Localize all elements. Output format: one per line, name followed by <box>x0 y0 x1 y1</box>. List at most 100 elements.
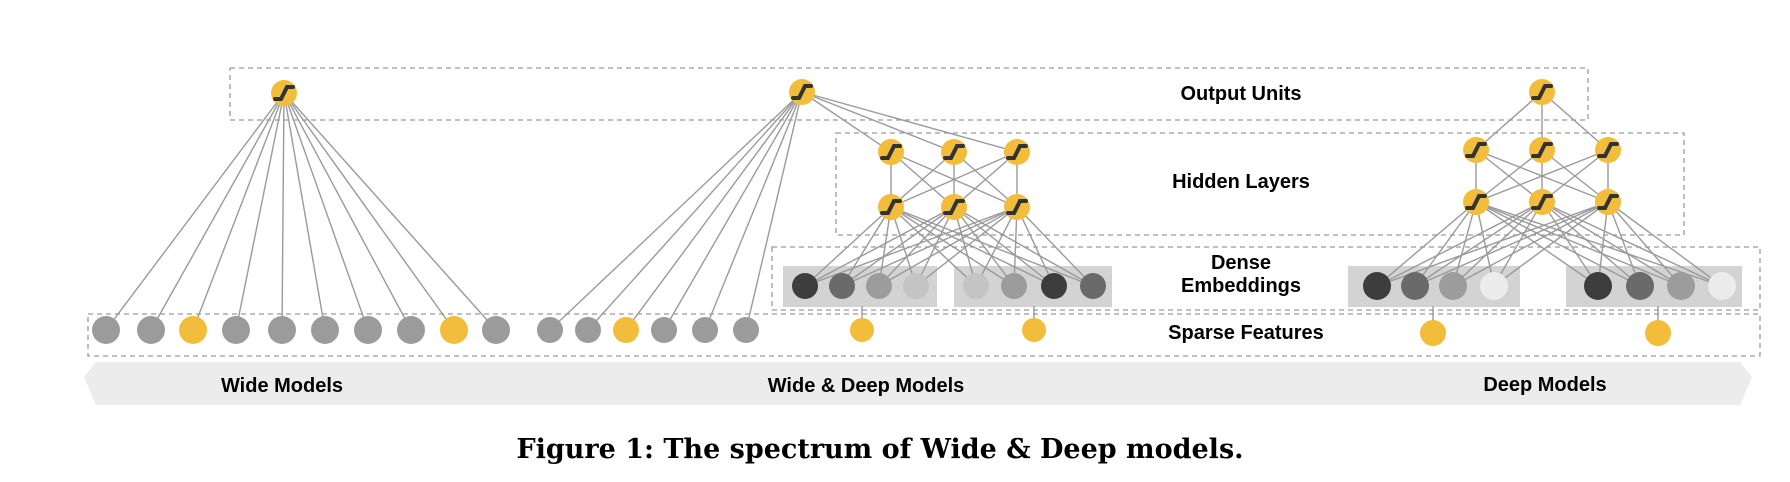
wd-embed-hidden-edge <box>1013 206 1018 287</box>
sigmoid-icon <box>1465 142 1487 158</box>
wd-hidden-unit <box>878 194 904 220</box>
wd-output-hidden-edge <box>801 91 955 153</box>
band-label-wide-deep: Wide & Deep Models <box>768 375 965 397</box>
dense-embeddings-label-line1: Dense <box>1211 252 1271 274</box>
wide-edge <box>283 92 497 331</box>
wd-wide-edge <box>549 91 803 331</box>
wd-dense-embedding <box>1001 273 1027 299</box>
sigmoid-icon <box>1006 144 1028 160</box>
deep-embed-hidden-edge <box>1376 201 1477 287</box>
wd-hidden-unit <box>1004 139 1030 165</box>
wide-edge <box>192 92 285 331</box>
dense-embeddings-box <box>771 246 1761 311</box>
deep-hidden-edge <box>1475 149 1609 203</box>
wd-embed-hidden-edge <box>804 206 1018 287</box>
deep-embed-hidden-edge <box>1376 201 1543 287</box>
deep-output-hidden-edge <box>1541 91 1609 151</box>
deep-dense-embedding <box>1626 272 1654 300</box>
deep-embed-hidden-edge <box>1475 201 1495 287</box>
deep-hidden-unit <box>1529 137 1555 163</box>
deep-embed-hidden-edge <box>1607 201 1723 287</box>
deep-dense-embedding <box>1480 272 1508 300</box>
wd-embed-hidden-edge <box>915 206 955 287</box>
deep-dense-embedding <box>1363 272 1391 300</box>
dense-embeddings-label-line2: Embeddings <box>1181 275 1301 297</box>
sigmoid-icon <box>1006 199 1028 215</box>
wide-output-unit <box>271 80 297 106</box>
wd-embed-hidden-edge <box>953 206 1094 287</box>
deep-embed-hidden-edge <box>1452 201 1477 287</box>
sigmoid-icon <box>791 84 813 100</box>
deep-hidden-unit <box>1595 189 1621 215</box>
wd-embed-hidden-edge <box>890 206 1094 287</box>
wide-sparse-feature <box>482 316 510 344</box>
deep-dense-embedding <box>1401 272 1429 300</box>
sigmoid-icon <box>1531 142 1553 158</box>
band-label-deep: Deep Models <box>1483 374 1606 396</box>
deep-embed-hidden-edge <box>1493 201 1543 287</box>
wd-output-hidden-edge <box>801 91 892 153</box>
wide-sparse-feature <box>440 316 468 344</box>
wide-sparse-feature <box>354 316 382 344</box>
wd-sparse-feature <box>575 317 601 343</box>
wd-sparse-feature <box>651 317 677 343</box>
figure-caption: Figure 1: The spectrum of Wide & Deep mo… <box>516 434 1243 465</box>
wd-embed-hidden-edge <box>975 206 1018 287</box>
deep-embed-hidden-edge <box>1452 201 1609 287</box>
sigmoid-icon <box>1597 142 1619 158</box>
deep-embed-hidden-edge <box>1414 201 1609 287</box>
sigmoid-icon <box>273 85 295 101</box>
wide-edge <box>281 92 285 331</box>
wd-embed-hidden-edge <box>841 206 955 287</box>
deep-embed-hidden-edge <box>1597 201 1609 287</box>
deep-hidden-unit <box>1595 137 1621 163</box>
deep-embed-hidden-edge <box>1541 201 1599 287</box>
deep-hidden-edge <box>1475 149 1543 203</box>
wide-sparse-feature <box>137 316 165 344</box>
model-spectrum-band <box>84 362 1752 405</box>
deep-dense-embedding <box>1708 272 1736 300</box>
deep-embed-hidden-edge <box>1452 201 1543 287</box>
deep-dense-embedding <box>1584 272 1612 300</box>
wd-sparse-feature <box>733 317 759 343</box>
wide-sparse-feature <box>222 316 250 344</box>
wd-embed-hidden-edge <box>804 206 892 287</box>
wd-wide-edge <box>663 91 803 331</box>
wide-edge <box>283 92 326 331</box>
wd-sparse-feature <box>537 317 563 343</box>
wd-dense-embedding <box>1041 273 1067 299</box>
wd-embed-hidden-edge <box>953 206 1055 287</box>
wd-dense-embedding <box>1080 273 1106 299</box>
deep-embed-hidden-edge <box>1607 201 1682 287</box>
wide-edge <box>283 92 455 331</box>
sparse-features-box <box>87 313 1761 357</box>
wd-embed-hidden-edge <box>878 206 955 287</box>
deep-embed-hidden-edge <box>1414 201 1543 287</box>
wd-embed-hidden-edge <box>953 206 977 287</box>
wd-output-hidden-edge <box>801 91 1018 153</box>
sigmoid-icon <box>1465 194 1487 210</box>
deep-embed-hidden-edge <box>1493 201 1609 287</box>
wd-dense-embedding <box>792 273 818 299</box>
deep-embed-hidden-edge <box>1541 201 1682 287</box>
wd-dense-embedding <box>829 273 855 299</box>
hidden-layers-box <box>835 132 1685 236</box>
wd-hidden-unit <box>941 194 967 220</box>
deep-embed-hidden-edge <box>1475 201 1641 287</box>
deep-hidden-unit <box>1463 137 1489 163</box>
wd-dense-embedding <box>903 273 929 299</box>
wd-sparse-categorical-feature <box>1022 318 1046 342</box>
wd-wide-edge <box>625 91 803 331</box>
deep-embed-hidden-edge <box>1475 201 1682 287</box>
wd-embed-hidden-edge <box>841 206 892 287</box>
wd-embed-hidden-edge <box>890 206 1015 287</box>
wd-hidden-edge <box>890 151 955 208</box>
sigmoid-icon <box>1597 194 1619 210</box>
sigmoid-icon <box>880 144 902 160</box>
wd-sparse-categorical-feature <box>850 318 874 342</box>
wd-embed-hidden-edge <box>915 206 1018 287</box>
band-label-wide: Wide Models <box>221 375 343 397</box>
deep-sparse-feature <box>1645 320 1671 346</box>
hidden-layers-label: Hidden Layers <box>1172 171 1310 193</box>
deep-sparse-feature <box>1420 320 1446 346</box>
